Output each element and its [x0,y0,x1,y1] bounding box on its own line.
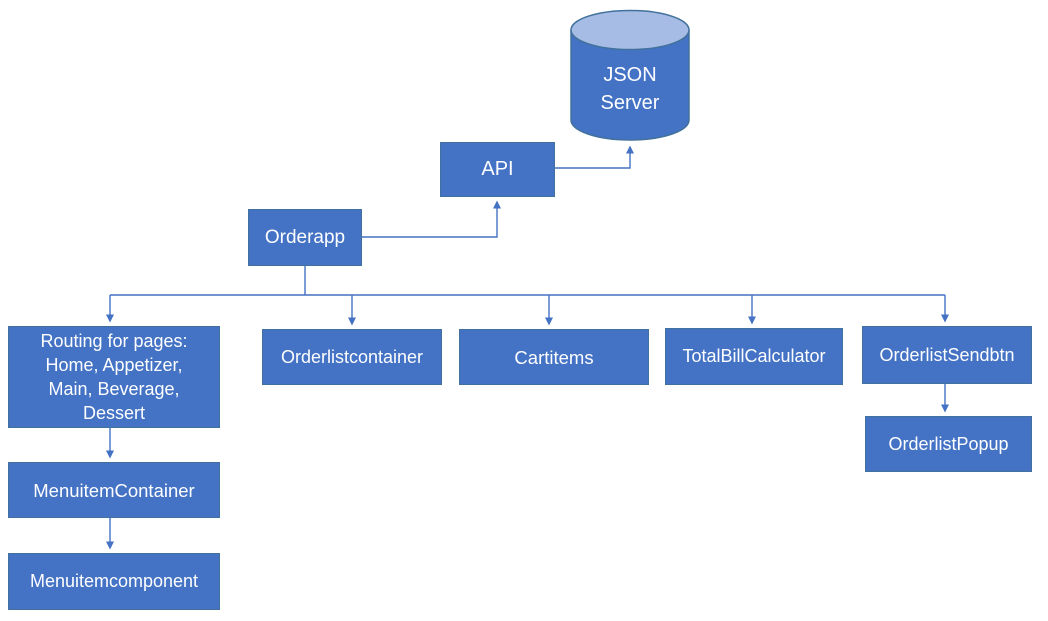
node-orderlistsendbtn: OrderlistSendbtn [862,326,1032,384]
edge-api-to-jsonserver [555,145,634,169]
node-orderlistpopup-label: OrderlistPopup [888,433,1009,454]
node-orderlistcontainer: Orderlistcontainer [262,329,442,385]
node-routing-for-pages-label: Routing for pages:Home, Appetizer,Main, … [40,331,188,423]
node-menuitemcomponent-label: Menuitemcomponent [29,571,199,591]
node-orderlistcontainer-label: Orderlistcontainer [280,346,424,367]
node-totalbillcalculator-label: TotalBillCalculator [682,346,826,366]
node-orderapp-label: Orderapp [264,227,346,248]
node-menuitemcomponent: Menuitemcomponent [8,553,220,610]
node-api-label: API [481,158,514,180]
node-orderapp: Orderapp [248,209,362,266]
node-api: API [440,142,555,197]
node-orderlistpopup: OrderlistPopup [865,416,1032,472]
node-totalbillcalculator: TotalBillCalculator [665,328,843,385]
node-orderlistsendbtn-label: OrderlistSendbtn [879,344,1015,365]
node-cartitems-label: Cartitems [514,346,594,368]
node-menuitemcontainer: MenuitemContainer [8,462,220,518]
database-cylinder-icon [570,9,690,141]
node-menuitemcontainer-label: MenuitemContainer [33,479,195,501]
edge-orderapp-to-api [362,200,501,238]
node-routing-for-pages: Routing for pages:Home, Appetizer,Main, … [8,326,220,428]
node-cartitems: Cartitems [459,329,649,385]
